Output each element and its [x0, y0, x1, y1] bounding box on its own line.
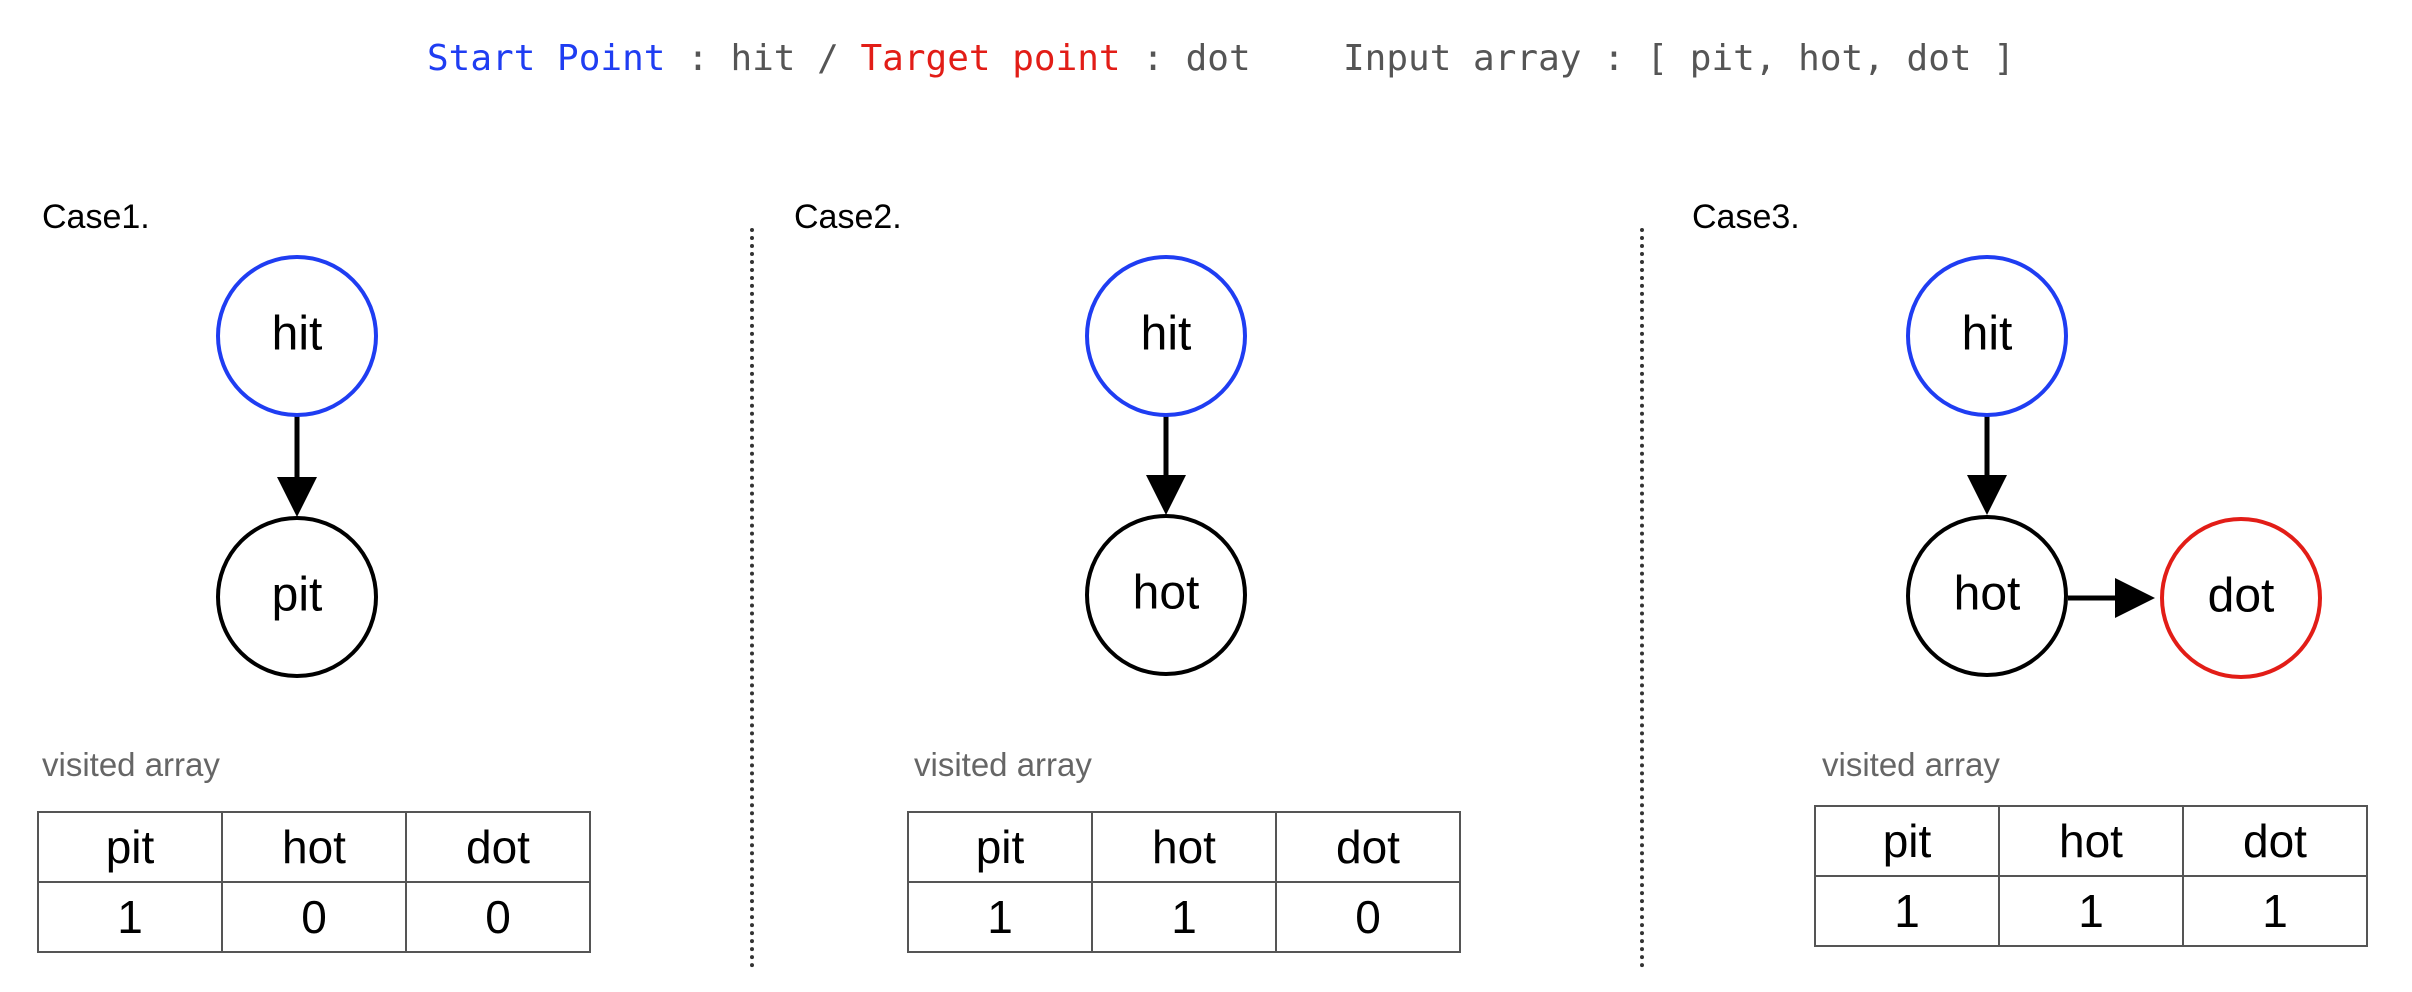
table-header-cell: hot: [221, 811, 407, 883]
case1-graph: hit pit: [216, 255, 378, 678]
input-array-text: Input array : [ pit, hot, dot ]: [1343, 38, 2015, 79]
input-array-line: Input array : [ pit, hot, dot ]: [1343, 38, 2015, 79]
table-value-cell: 0: [405, 881, 591, 953]
header: Start Point : hit / Target point : dot I…: [0, 38, 2412, 98]
table-header-cell: dot: [2182, 805, 2368, 877]
case3-node-dot-label: dot: [2208, 570, 2275, 623]
case2-visited-table: pit hot dot 1 1 0: [907, 811, 1461, 953]
case2-visited-label: visited array: [914, 746, 1092, 783]
table-value-row: 1 0 0: [37, 881, 591, 953]
case3-graph: hit hot dot: [1906, 255, 2322, 679]
divider-1: [750, 228, 754, 968]
table-header-cell: hot: [1091, 811, 1277, 883]
case1-node-hit-label: hit: [272, 308, 323, 361]
case3-node-hot: [1906, 515, 2068, 677]
case3-visited-table: pit hot dot 1 1 1: [1814, 805, 2368, 947]
case1-node-hit: [216, 255, 378, 417]
target-point-value: : dot: [1120, 38, 1251, 79]
case2-node-hot: [1085, 514, 1247, 676]
case1-label: Case1.: [42, 198, 150, 236]
table-header-row: pit hot dot: [1814, 805, 2368, 877]
case2-node-hit-label: hit: [1141, 308, 1192, 361]
case1-node-pit-label: pit: [272, 569, 323, 622]
case2-graph: hit hot: [1085, 255, 1247, 676]
case3-node-dot: [2160, 517, 2322, 679]
case3-node-hot-label: hot: [1954, 568, 2021, 621]
case3-visited-label: visited array: [1822, 746, 2000, 783]
table-header-cell: hot: [1998, 805, 2184, 877]
case3-node-hit-label: hit: [1962, 308, 2013, 361]
case2-label: Case2.: [794, 198, 902, 236]
target-point-label: Target point: [860, 38, 1121, 79]
table-header-cell: pit: [907, 811, 1093, 883]
table-value-cell: 0: [221, 881, 407, 953]
divider-2: [1640, 228, 1644, 968]
start-target-line: Start Point : hit / Target point : dot: [427, 38, 1251, 79]
table-header-cell: dot: [405, 811, 591, 883]
table-value-row: 1 1 1: [1814, 875, 2368, 947]
case3-label: Case3.: [1692, 198, 1800, 236]
table-value-cell: 0: [1275, 881, 1461, 953]
table-header-row: pit hot dot: [37, 811, 591, 883]
case3-node-hit: [1906, 255, 2068, 417]
case2-node-hit: [1085, 255, 1247, 417]
table-value-cell: 1: [2182, 875, 2368, 947]
table-header-cell: pit: [37, 811, 223, 883]
table-value-cell: 1: [1814, 875, 2000, 947]
table-value-cell: 1: [907, 881, 1093, 953]
table-header-cell: dot: [1275, 811, 1461, 883]
table-header-cell: pit: [1814, 805, 2000, 877]
table-value-cell: 1: [1091, 881, 1277, 953]
case1-visited-label: visited array: [42, 746, 220, 783]
table-header-row: pit hot dot: [907, 811, 1461, 883]
case2-node-hot-label: hot: [1133, 567, 1200, 620]
table-value-cell: 1: [37, 881, 223, 953]
table-value-row: 1 1 0: [907, 881, 1461, 953]
case1-visited-table: pit hot dot 1 0 0: [37, 811, 591, 953]
table-value-cell: 1: [1998, 875, 2184, 947]
start-point-value: : hit /: [665, 38, 861, 79]
start-point-label: Start Point: [427, 38, 666, 79]
case1-node-pit: [216, 516, 378, 678]
